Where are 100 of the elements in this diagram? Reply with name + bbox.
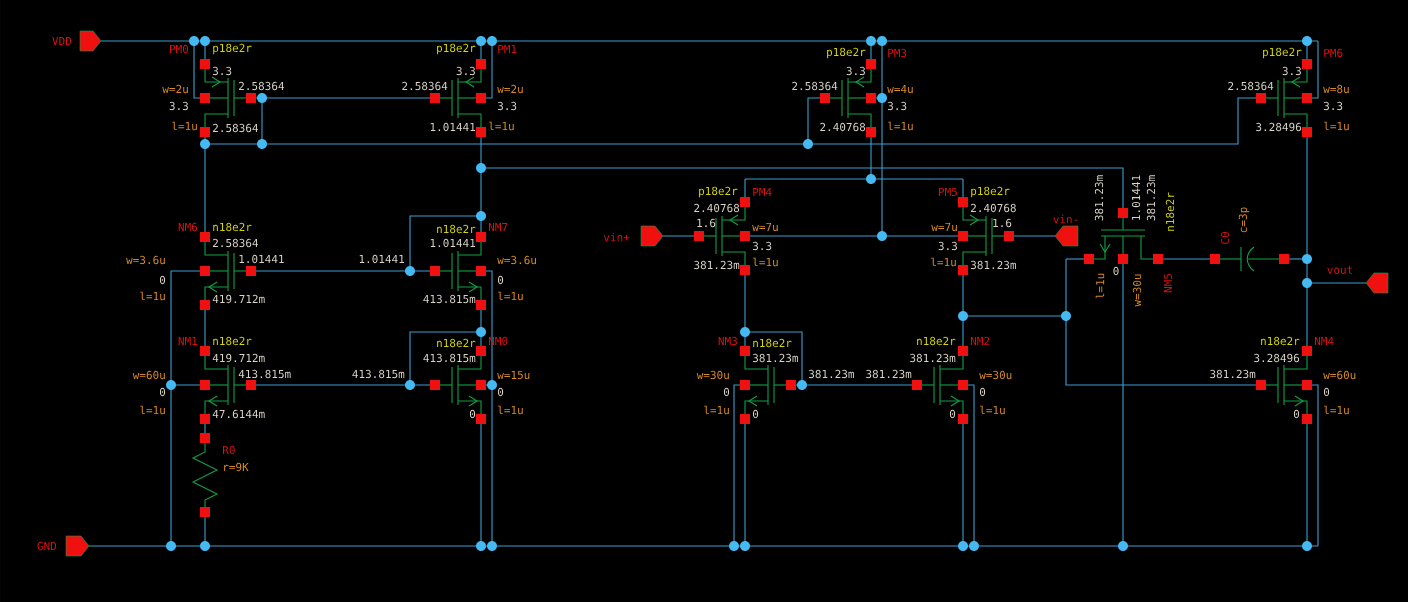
voltage-label: 0 [752, 409, 759, 419]
parameter-label: l=1u [498, 291, 523, 301]
device-name: PM5 [939, 187, 957, 197]
voltage-label: 0 [1113, 266, 1119, 276]
voltage-label: 0 [723, 387, 730, 397]
parameter-label: w=3.6u [497, 255, 536, 265]
model-name: p18e2r [699, 186, 738, 198]
voltage-label: 0 [159, 275, 166, 285]
parameter-label: l=1u [753, 257, 778, 267]
port-label: vout [1327, 266, 1353, 274]
device-name: NM1 [178, 337, 198, 345]
device-name: PM6 [1324, 48, 1343, 58]
voltage-label: 2.40768 [971, 203, 1016, 213]
parameter-label: r=9K [224, 462, 249, 472]
device-name: PM0 [170, 44, 189, 54]
device-name: NM3 [718, 336, 737, 346]
voltage-label: 1.6 [697, 218, 716, 228]
model-name: n18e2r [917, 336, 956, 346]
voltage-label: 2.58364 [213, 123, 259, 133]
parameter-label: l=1u [489, 121, 514, 131]
voltage-label: 3.3 [456, 66, 475, 76]
device-name: NM0 [488, 336, 508, 346]
voltage-label: 381.23m [694, 260, 740, 270]
model-name: n18e2r [753, 338, 792, 348]
voltage-label: 0 [497, 275, 504, 285]
voltage-label: 0 [159, 387, 166, 397]
voltage-label: 3.3 [169, 101, 188, 111]
model-name: p18e2r [971, 186, 1010, 198]
device-name: PM1 [498, 45, 517, 53]
model-name: p18e2r [827, 47, 866, 59]
model-name: n18e2r [437, 224, 476, 234]
voltage-label: 413.815m [423, 294, 476, 304]
device-name: NM4 [1314, 337, 1334, 345]
voltage-label: 0 [949, 409, 956, 419]
voltage-label: 3.3 [752, 241, 772, 251]
model-name: n18e2r [213, 336, 252, 346]
voltage-label: 3.28496 [1254, 353, 1300, 363]
voltage-label: 2.40768 [820, 122, 866, 132]
parameter-label: w=30u [979, 370, 1012, 380]
parameter-label: l=1u [888, 121, 913, 131]
voltage-label: 3.3 [938, 241, 957, 251]
voltage-label: 2.58364 [792, 81, 838, 91]
voltage-label: 1.01441 [430, 238, 476, 248]
parameter-label: w=2u [162, 84, 188, 94]
model-name: n18e2r [437, 338, 476, 348]
device-name: C0 [1220, 232, 1230, 244]
parameter-label: l=1u [1324, 121, 1349, 131]
voltage-label: 3.3 [497, 101, 517, 111]
parameter-label: w=8u [1323, 84, 1349, 94]
device-name: NM5 [1163, 273, 1173, 293]
device-name: NM2 [970, 336, 990, 346]
parameter-label: l=1u [172, 121, 197, 131]
parameter-label: l=1u [1324, 405, 1349, 415]
voltage-label: 3.3 [887, 101, 907, 111]
voltage-label: 1.01441 [430, 122, 476, 132]
voltage-label: 3.3 [1323, 101, 1343, 111]
parameter-label: w=30u [1132, 274, 1142, 307]
voltage-label: 2.58364 [239, 81, 285, 91]
device-name: PM3 [888, 48, 907, 58]
parameter-label: l=1u [1095, 273, 1105, 299]
voltage-label: 419.712m [212, 353, 265, 363]
voltage-label: 3.3 [1282, 66, 1301, 76]
parameter-label: w=30u [696, 370, 729, 380]
parameter-label: w=3.6u [126, 255, 165, 265]
voltage-label: 0 [1293, 409, 1300, 419]
voltage-label: 1.6 [993, 218, 1012, 228]
parameter-label: l=1u [931, 257, 956, 267]
parameter-label: w=60u [1323, 370, 1356, 380]
voltage-label: 3.28496 [1256, 122, 1302, 132]
parameter-label: w=7u [931, 222, 957, 232]
voltage-label: 2.40768 [694, 203, 740, 213]
voltage-label: 1.01441 [1131, 175, 1141, 220]
parameter-label: w=2u [497, 84, 523, 94]
voltage-label: 381.23m [1146, 175, 1156, 221]
voltage-label: 0 [1323, 387, 1330, 397]
voltage-label: 0 [979, 387, 986, 397]
voltage-label: 381.23m [910, 353, 956, 363]
voltage-label: 381.23m [808, 369, 854, 379]
parameter-label: l=1u [140, 291, 165, 301]
device-name: NM7 [488, 223, 508, 231]
voltage-label: 3.3 [212, 66, 232, 76]
voltage-label: 381.23m [1210, 369, 1256, 379]
parameter-label: l=1u [704, 405, 729, 415]
parameter-label: w=4u [887, 84, 913, 94]
parameter-label: c=3p [1238, 207, 1250, 233]
voltage-label: 2.58364 [1228, 81, 1274, 91]
voltage-label: 0 [469, 409, 476, 419]
model-name: p18e2r [1263, 47, 1302, 59]
voltage-label: 0 [497, 387, 504, 397]
voltage-label: 413.815m [238, 369, 291, 379]
device-name: R0 [223, 445, 235, 455]
device-name: NM6 [178, 222, 198, 232]
model-name: n18e2r [1165, 192, 1175, 231]
voltage-label: 3.3 [846, 66, 865, 76]
voltage-label: 381.23m [866, 369, 912, 379]
port-label: vin- [1053, 214, 1078, 224]
port-label: GND [37, 541, 57, 551]
voltage-label: 419.712m [212, 294, 265, 304]
voltage-label: 381.23m [970, 260, 1016, 270]
voltage-label: 381.23m [1094, 175, 1104, 221]
